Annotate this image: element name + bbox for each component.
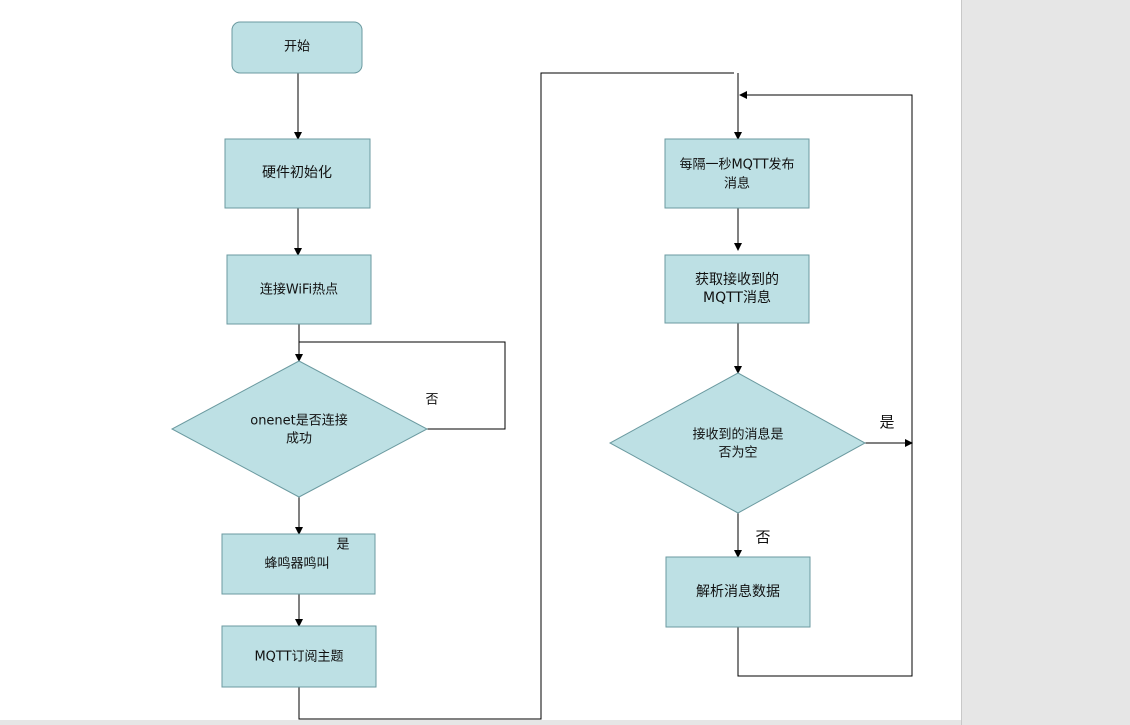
hw-init-node: 硬件初始化 [224, 138, 371, 209]
wifi-node: 连接WiFi热点 [226, 254, 372, 325]
publish-node: 每隔一秒MQTT发布 消息 [664, 138, 810, 209]
parse-data-label: 解析消息数据 [696, 583, 780, 600]
parse-data-node: 解析消息数据 [665, 556, 811, 628]
subscribe-node: MQTT订阅主题 [221, 625, 377, 688]
start-node: 开始 [231, 21, 363, 74]
connectors [294, 72, 913, 720]
edge-onenet-no-loop [299, 341, 506, 430]
buzzer-node: 蜂鸣器鸣叫 [221, 533, 376, 595]
start-label: 开始 [284, 40, 310, 55]
empty-check-label-line1: 接收到的消息是 [692, 427, 783, 443]
get-message-node: 获取接收到的 MQTT消息 [664, 254, 810, 324]
onenet-yes-label: 是 [336, 538, 349, 553]
buzzer-label: 蜂鸣器鸣叫 [264, 556, 329, 572]
empty-no-label: 否 [755, 528, 770, 546]
subscribe-label: MQTT订阅主题 [254, 650, 343, 665]
publish-label-line1: 每隔一秒MQTT发布 [679, 157, 794, 173]
onenet-label-line1: onenet是否连接 [250, 413, 348, 429]
get-message-label-line2: MQTT消息 [703, 289, 771, 306]
edge-labels: 否 是 是 否 [336, 393, 894, 553]
onenet-no-label: 否 [425, 393, 438, 408]
onenet-decision: onenet是否连接 成功 [170, 360, 429, 498]
bottom-strip [0, 720, 961, 725]
wifi-label: 连接WiFi热点 [260, 282, 338, 298]
flowchart: 开始 硬件初始化 连接WiFi热点 onenet是否连接 成功 蜂鸣器鸣叫 MQ… [170, 21, 913, 720]
onenet-label-line2: 成功 [286, 432, 312, 447]
publish-label-line2: 消息 [724, 176, 750, 192]
edge-parse-loop-back [737, 91, 913, 677]
get-message-label-line1: 获取接收到的 [695, 271, 779, 288]
empty-check-decision: 接收到的消息是 否为空 [608, 372, 867, 514]
edge-subscribe-to-publish [298, 72, 734, 720]
empty-check-label-line2: 否为空 [718, 446, 757, 461]
empty-yes-label: 是 [879, 413, 894, 431]
hw-init-label: 硬件初始化 [262, 164, 332, 181]
